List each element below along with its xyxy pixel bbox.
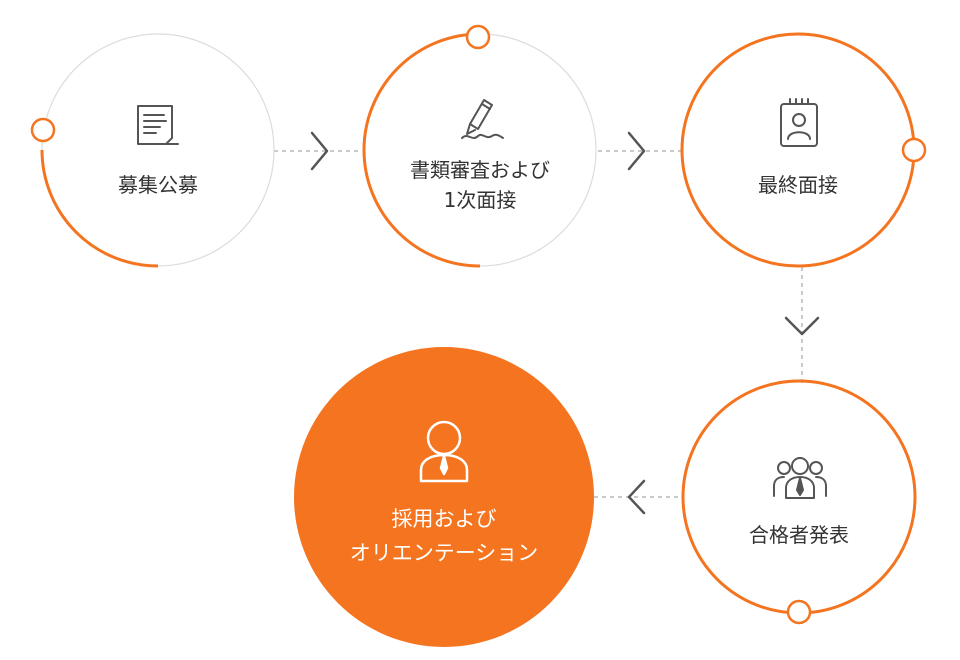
document-icon xyxy=(137,105,179,145)
connectors xyxy=(274,150,803,498)
step-label-line: 書類審査および xyxy=(410,158,550,182)
step-label-line: 1次面接 xyxy=(443,188,517,212)
id-badge-icon xyxy=(780,98,818,147)
progress-arc xyxy=(40,149,159,268)
pen-signature-icon xyxy=(461,99,504,139)
chevron-right-icon xyxy=(627,131,646,171)
progress-dot xyxy=(786,599,812,625)
step-label-final-interview: 最終面接 xyxy=(698,170,898,200)
step-final-interview xyxy=(680,32,927,268)
chevron-right-icon xyxy=(310,131,329,171)
step-label-orientation: 採用および オリエンテーション xyxy=(314,502,574,570)
progress-dot xyxy=(465,24,491,50)
step-hiring-orientation xyxy=(294,347,594,647)
chevron-down-icon xyxy=(784,316,820,336)
step-label-line: 採用および xyxy=(391,507,497,531)
progress-dot xyxy=(30,117,56,143)
final-step-disc xyxy=(294,347,594,647)
step-label-result: 合格者発表 xyxy=(699,520,899,550)
progress-dot xyxy=(901,137,927,163)
step-label-line: 合格者発表 xyxy=(749,523,849,547)
step-label-line: 最終面接 xyxy=(758,173,838,197)
step-result-announcement xyxy=(681,379,917,625)
group-people-icon xyxy=(773,457,827,499)
person-tie-icon xyxy=(419,420,469,483)
step-label-screening: 書類審査および 1次面接 xyxy=(380,155,580,215)
step-label-line: オリエンテーション xyxy=(349,541,539,565)
chevron-left-icon xyxy=(627,479,646,515)
step-label-recruitment: 募集公募 xyxy=(58,170,258,200)
progress-arc xyxy=(362,32,481,268)
step-recruitment-announcement xyxy=(30,33,275,268)
step-ring xyxy=(680,32,916,268)
step-label-line: 募集公募 xyxy=(118,173,198,197)
step-document-screening xyxy=(362,24,597,268)
